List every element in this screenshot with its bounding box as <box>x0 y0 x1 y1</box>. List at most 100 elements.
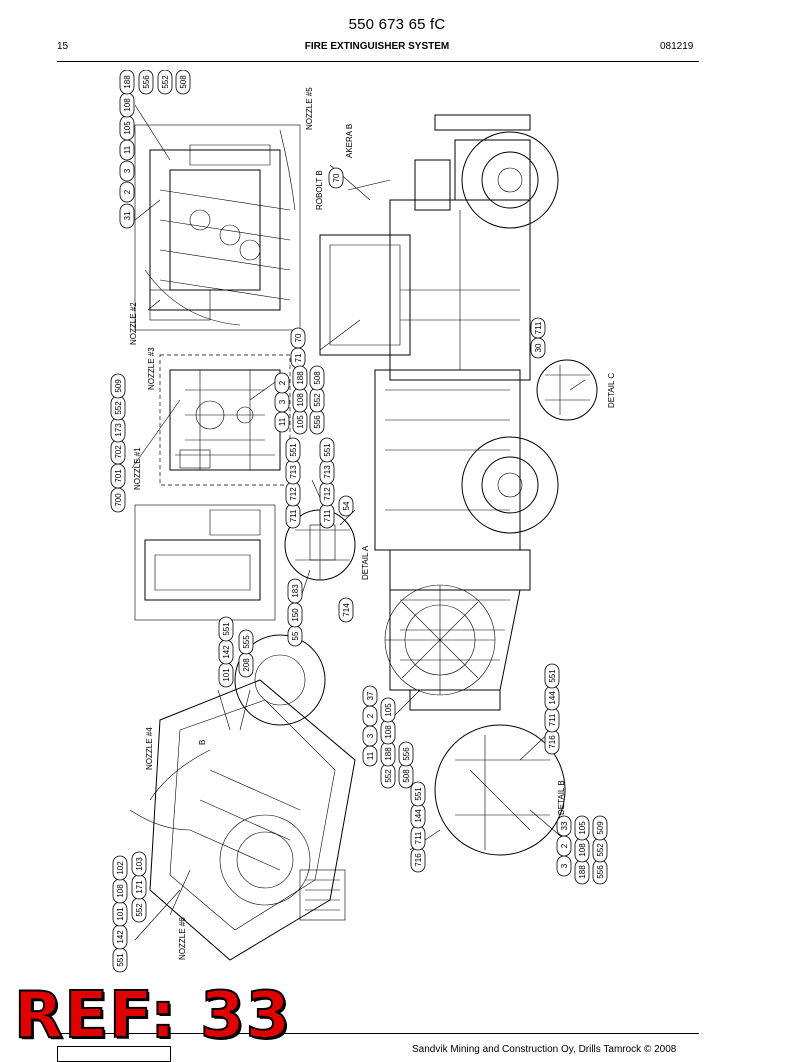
bubble-label: 712 <box>323 487 332 501</box>
bubble-label: 70 <box>294 333 303 342</box>
bubble-label: 33 <box>560 821 569 830</box>
bubble-label: 105 <box>123 121 132 135</box>
bubble-label: 188 <box>384 747 393 761</box>
bubble-group-top: 31 2 3 11 105 108 188 556 552 508 <box>119 70 191 229</box>
bubble-label: 3 <box>278 399 287 404</box>
page-number: 15 <box>57 41 69 52</box>
bubble-label: 551 <box>289 443 298 457</box>
bubble-label: 552 <box>384 769 393 783</box>
bubble-label: 30 <box>534 343 543 352</box>
nozzle-3-label: NOZZLE #3 <box>147 347 156 390</box>
bubble-label: 11 <box>366 751 375 760</box>
bubble-label: 2 <box>366 713 375 718</box>
bubble-label: 11 <box>123 145 132 154</box>
marker-b: B <box>198 740 207 745</box>
bubble-label: 552 <box>135 903 144 917</box>
isometric-view <box>129 634 356 961</box>
technical-drawing: NOZZLE #5 ROBOLT B AKERA B NOZZLE #2 NOZ… <box>110 70 616 973</box>
bubble-label: 509 <box>114 379 123 393</box>
bubble-label: 3 <box>366 733 375 738</box>
bubble-label: 508 <box>313 371 322 385</box>
bubble-label: 551 <box>414 787 423 801</box>
robolt-label: ROBOLT B <box>315 170 324 210</box>
bubble-label: 11 <box>278 417 287 426</box>
bubble-label: 54 <box>342 501 351 510</box>
bubble-label: 713 <box>323 465 332 479</box>
bubble-label: 701 <box>114 469 123 483</box>
bubble-label: 552 <box>161 75 170 89</box>
bubble-label: 508 <box>402 769 411 783</box>
bubble-label: 552 <box>114 401 123 415</box>
bubble-label: 144 <box>548 691 557 705</box>
bubble-label: 556 <box>596 865 605 879</box>
document-number: 550 673 65 fC <box>348 16 446 33</box>
bubble-group-detail-b-bottom: 3 2 33 188 108 105 556 552 509 <box>556 815 608 885</box>
bubble-label: 711 <box>534 321 543 334</box>
bubble-label: 716 <box>414 853 423 867</box>
bubble-group-bottom-left: 551 142 101 108 102 552 171 103 <box>112 851 147 973</box>
bubble-label: 3 <box>560 863 569 868</box>
bubble-label: 714 <box>342 603 351 617</box>
section-title: FIRE EXTINGUISHER SYSTEM <box>304 41 450 52</box>
bubble-label: 101 <box>116 907 125 921</box>
machine-side-view <box>319 114 559 711</box>
bubble-label: 2 <box>278 380 287 385</box>
bubble-label: 552 <box>596 843 605 857</box>
bubble-label: 700 <box>114 493 123 507</box>
copyright-text: Sandvik Mining and Construction Oy, Dril… <box>412 1044 677 1055</box>
nozzle-6-label: NOZZLE #6 <box>178 917 187 960</box>
bubble-label: 702 <box>114 445 123 459</box>
nozzle-1-detail <box>159 354 291 486</box>
bubble-label: 108 <box>116 884 125 898</box>
bubble-label: 173 <box>114 423 123 437</box>
date-code: 081219 <box>660 41 694 52</box>
bubble-label: 556 <box>313 415 322 429</box>
header-rule <box>57 61 699 62</box>
bubble-label: 142 <box>222 645 231 659</box>
detail-c <box>536 359 598 421</box>
bubble-label: 55 <box>291 631 300 640</box>
bubble-label: 509 <box>596 821 605 835</box>
bubble-label: 108 <box>296 393 305 407</box>
nozzle-1-label: NOZZLE #1 <box>133 447 142 490</box>
akera-label: AKERA B <box>345 124 354 158</box>
bubble-label: 551 <box>323 443 332 457</box>
bubble-label: 2 <box>560 843 569 848</box>
bubble-label: 101 <box>222 668 231 682</box>
bubble-label: 171 <box>135 880 144 894</box>
top-frame-detail <box>134 124 301 331</box>
bubble-label: 103 <box>135 857 144 871</box>
bubble-label: 208 <box>242 658 251 672</box>
bubble-label: 71 <box>294 353 303 362</box>
bubble-label: 144 <box>414 809 423 823</box>
bubble-label: 183 <box>291 584 300 598</box>
bubble-group-nozzle1: 700 701 702 173 552 509 11 3 2 105 108 1… <box>110 365 325 513</box>
bubble-label: 31 <box>123 211 132 220</box>
detail-b-label: DETAIL B <box>557 780 566 815</box>
bubble-label: 556 <box>402 747 411 761</box>
bubble-label: 716 <box>548 735 557 749</box>
bubble-label: 711 <box>414 831 423 844</box>
bubble-label: 711 <box>323 509 332 522</box>
bubble-label: 105 <box>296 415 305 429</box>
bubble-group-machine: 70 71 70 30 711 <box>290 167 546 369</box>
bubble-label: 508 <box>179 75 188 89</box>
bubble-label: 108 <box>384 725 393 739</box>
bubble-label: 3 <box>123 168 132 173</box>
bubble-label: 105 <box>578 821 587 835</box>
bubble-label: 105 <box>384 703 393 717</box>
bubble-label: 552 <box>313 393 322 407</box>
bubble-group-middle: 101 142 551 208 555 <box>218 616 254 688</box>
bubble-group-lower-middle: 11 3 2 37 552 188 108 105 508 556 <box>362 685 414 789</box>
bubble-label: 70 <box>332 173 341 182</box>
bubble-label: 37 <box>366 691 375 700</box>
detail-b <box>434 724 566 856</box>
bubble-label: 556 <box>142 75 151 89</box>
detail-a-label: DETAIL A <box>361 545 370 580</box>
bubble-label: 713 <box>289 465 298 479</box>
bubble-label: 711 <box>289 509 298 522</box>
bubble-label: 150 <box>291 608 300 622</box>
cabin-panel-detail <box>134 504 276 621</box>
bubble-label: 142 <box>116 930 125 944</box>
bubble-label: 711 <box>548 713 557 726</box>
